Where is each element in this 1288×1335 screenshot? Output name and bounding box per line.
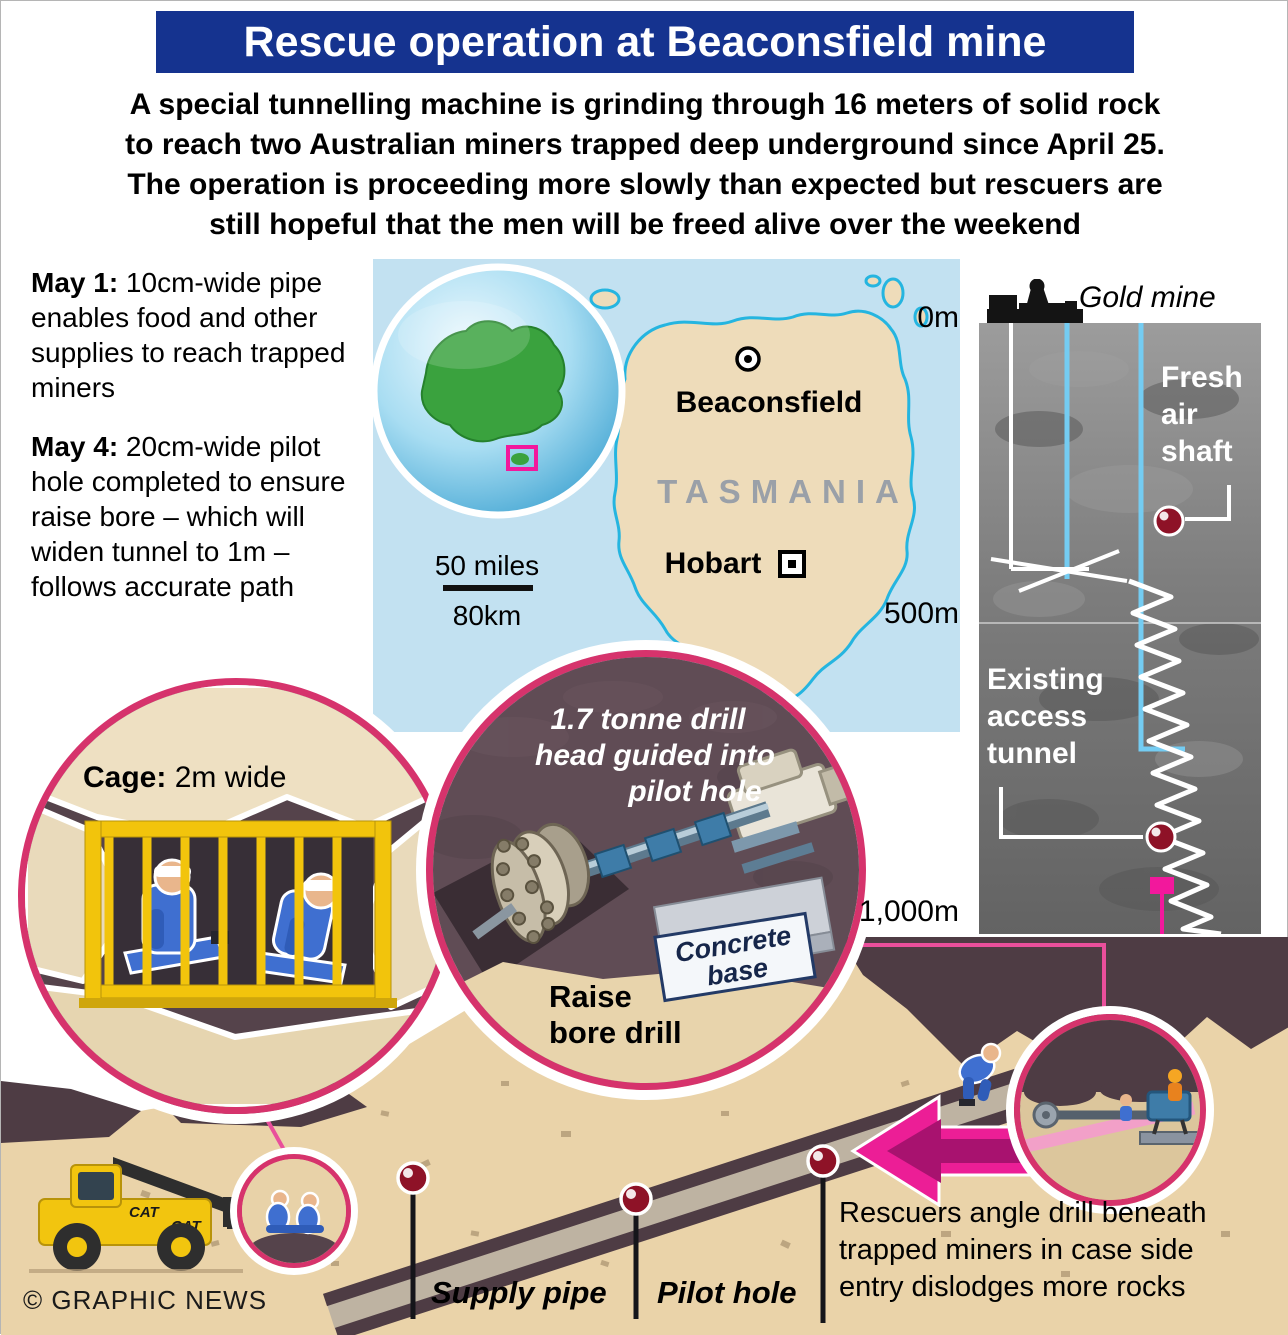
headframe-silhouette	[987, 279, 1083, 323]
rig-worker-blue	[1120, 1094, 1132, 1121]
note-line: trapped miners in case side	[839, 1234, 1194, 1266]
angle-drill-head	[1032, 1101, 1060, 1129]
cage-word: Cage:	[83, 761, 167, 794]
cat-logo: CAT	[129, 1204, 161, 1221]
depth-1000m: 1,000m	[858, 895, 959, 928]
tunnel-junction	[990, 549, 1128, 593]
intro-line: still hopeful that the men will be freed…	[209, 208, 1081, 241]
miners-location-marker	[1150, 877, 1174, 894]
raise-bore-label: Raise	[549, 979, 632, 1014]
cage-inset	[18, 678, 454, 1114]
drill-caption-line: pilot hole	[627, 775, 761, 808]
drill-caption-line: 1.7 tonne drill	[550, 703, 746, 736]
raise-bore-label: bore drill	[549, 1015, 682, 1050]
fresh-air-pin	[1153, 505, 1185, 537]
intro-line: to reach two Australian miners trapped d…	[125, 128, 1165, 161]
beaconsfield-label: Beaconsfield	[676, 386, 863, 419]
decline-tunnel-zigzag	[1128, 578, 1222, 934]
fresh-air-pointer	[1185, 485, 1231, 521]
globe-gloss	[398, 301, 530, 369]
label-line: Existing	[987, 663, 1104, 696]
drill-caption-line: head guided into	[535, 739, 775, 772]
page-title: Rescue operation at Beaconsfield mine	[243, 17, 1047, 66]
note-may-1: May 1: 10cm-wide pipe enables food and o…	[31, 265, 373, 405]
wheel-hub	[171, 1237, 191, 1257]
depth-0m: 0m	[917, 301, 959, 334]
note-date: May 1:	[31, 267, 119, 298]
hydraulic-rams	[731, 821, 815, 874]
hobart-label: Hobart	[665, 547, 762, 580]
note-text: 10cm-wide pipe enables food and other su…	[31, 267, 346, 403]
note-line: entry dislodges more rocks	[839, 1271, 1186, 1303]
intro-paragraph: A special tunnelling machine is grinding…	[26, 85, 1264, 245]
australia-globe	[368, 261, 628, 521]
rock-slabs	[25, 685, 447, 1107]
miners-location-inset	[237, 1154, 351, 1268]
cage-size-label: Cage: 2m wide	[83, 761, 286, 795]
pilot-hole-label: Pilot hole	[657, 1275, 797, 1310]
label-line: shaft	[1161, 435, 1233, 468]
ground-shadow	[29, 1269, 243, 1273]
access-tunnel-label: Existing access tunnel	[987, 661, 1137, 772]
rig-worker-orange	[1168, 1069, 1182, 1101]
cage-frame	[79, 820, 397, 1008]
tiny-miners	[265, 1189, 324, 1235]
cage-size: 2m wide	[166, 761, 287, 794]
gold-mine-label: Gold mine	[1079, 281, 1216, 314]
supply-pipe-label: Supply pipe	[431, 1275, 607, 1310]
tasmania-highlight-box	[506, 445, 538, 471]
note-may-4: May 4: 20cm-wide pilot hole completed to…	[31, 429, 379, 604]
graphic-news-credit: © GRAPHIC NEWS	[23, 1285, 268, 1315]
access-tunnel-pin	[1145, 821, 1177, 853]
crouching-miner	[939, 1023, 1019, 1113]
label-line: Fresh	[1161, 361, 1243, 394]
rock-outcrop-left	[1, 1081, 141, 1143]
wheel-hub	[67, 1237, 87, 1257]
depth-500m: 500m	[883, 597, 959, 630]
drill-rig-inset	[1014, 1014, 1206, 1206]
label-line: air	[1161, 398, 1198, 431]
rescuers-note: Rescuers angle drill beneath trapped min…	[839, 1195, 1288, 1306]
tasmania-landmass	[589, 274, 929, 718]
intro-line: The operation is proceeding more slowly …	[127, 168, 1163, 201]
hobart-marker	[778, 550, 806, 578]
scale-bar	[443, 585, 533, 591]
mine-cross-section	[979, 279, 1261, 934]
telehandler: CAT CAT	[21, 1139, 251, 1275]
note-text: 20cm-wide pilot hole completed to ensure…	[31, 431, 346, 602]
note-line: Rescuers angle drill beneath	[839, 1197, 1207, 1229]
scale-miles-label: 50 miles	[435, 550, 539, 581]
title-bar: Rescue operation at Beaconsfield mine	[156, 11, 1134, 73]
access-tunnel-pointer	[999, 787, 1143, 839]
ceiling-lump	[1024, 1078, 1096, 1106]
tasmania-label: TASMANIA	[657, 473, 909, 510]
rig-leg	[1180, 1119, 1188, 1135]
drill-head	[472, 822, 591, 945]
sand-floor	[433, 962, 859, 1083]
cab-window	[78, 1172, 114, 1200]
tasmania-dot	[511, 453, 529, 465]
scale-km-label: 80km	[453, 600, 521, 631]
drill-inset: 1.7 tonne drill head guided into pilot h…	[426, 650, 866, 1090]
label-line: tunnel	[987, 737, 1077, 770]
label-line: access	[987, 700, 1088, 733]
rig-base	[1139, 1131, 1199, 1145]
rig-leg	[1152, 1119, 1160, 1135]
fresh-air-shaft-label: Fresh air shaft	[1161, 359, 1261, 470]
inset-floor	[248, 1233, 340, 1263]
beaconsfield-marker	[735, 346, 761, 372]
note-date: May 4:	[31, 431, 119, 462]
intro-line: A special tunnelling machine is grinding…	[129, 88, 1161, 121]
australia-shape	[420, 320, 566, 443]
